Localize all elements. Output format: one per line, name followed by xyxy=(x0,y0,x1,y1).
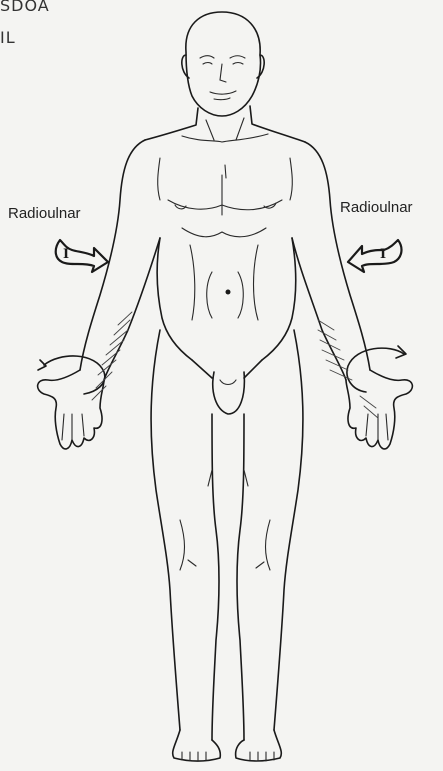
left-arrow-numeral: I xyxy=(63,247,69,262)
right-arrow-numeral: I xyxy=(380,247,386,262)
right-hand xyxy=(346,370,412,449)
left-hand xyxy=(38,370,104,449)
right-rotation-arc xyxy=(347,346,406,392)
left-rotation-arrow: I xyxy=(56,240,108,272)
left-radioulnar-label: Radioulnar xyxy=(8,205,81,222)
legs xyxy=(151,330,303,761)
torso xyxy=(80,106,370,414)
corner-handwritten-text-1: SDOA xyxy=(0,0,50,15)
right-radioulnar-label: Radioulnar xyxy=(340,199,413,216)
right-rotation-arrow: I xyxy=(348,240,401,272)
head xyxy=(182,12,264,116)
forearm-hatching xyxy=(92,312,378,418)
corner-handwritten-text-2: IL xyxy=(0,28,16,47)
